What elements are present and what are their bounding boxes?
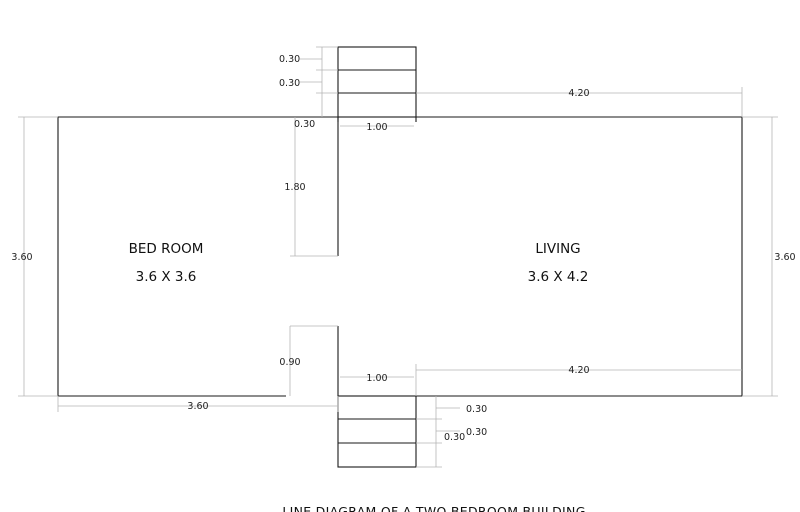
dimension-lines [18, 46, 778, 468]
label-top-opening: 1.00 [366, 122, 387, 133]
bottom-steps [337, 395, 417, 468]
label-bedroom-upper: 1.80 [284, 182, 305, 193]
diagram-caption: LINE DIAGRAM OF A TWO BEDROOM BUILDING [282, 504, 585, 512]
label-bottom-step-1: 0.30 [466, 404, 487, 415]
bottom-step-box [337, 395, 417, 468]
dimension-labels: 0.30 0.30 0.30 1.00 4.20 1.80 3.60 3.60 … [11, 54, 795, 443]
label-bottom-living-width: 4.20 [568, 365, 589, 376]
label-top-living-width: 4.20 [568, 88, 589, 99]
top-step-box [337, 46, 417, 118]
label-bedroom-width: 3.60 [187, 401, 208, 412]
label-top-step-3: 0.30 [294, 119, 315, 130]
room-labels: BED ROOM 3.6 X 3.6 LIVING 3.6 X 4.2 [129, 241, 589, 285]
label-left-height: 3.60 [11, 252, 32, 263]
top-steps [337, 46, 417, 118]
label-top-step-1: 0.30 [279, 54, 300, 65]
living-wall [416, 116, 743, 397]
living-name: LIVING [535, 241, 580, 257]
label-bottom-step-3: 0.30 [444, 432, 465, 443]
label-right-height: 3.60 [774, 252, 795, 263]
label-bottom-opening: 1.00 [366, 373, 387, 384]
bedroom-name: BED ROOM [129, 241, 204, 257]
label-bedroom-lower: 0.90 [279, 357, 300, 368]
living-size: 3.6 X 4.2 [528, 269, 589, 285]
bedroom-size: 3.6 X 3.6 [136, 269, 197, 285]
label-bottom-step-2: 0.30 [466, 427, 487, 438]
label-top-step-2: 0.30 [279, 78, 300, 89]
